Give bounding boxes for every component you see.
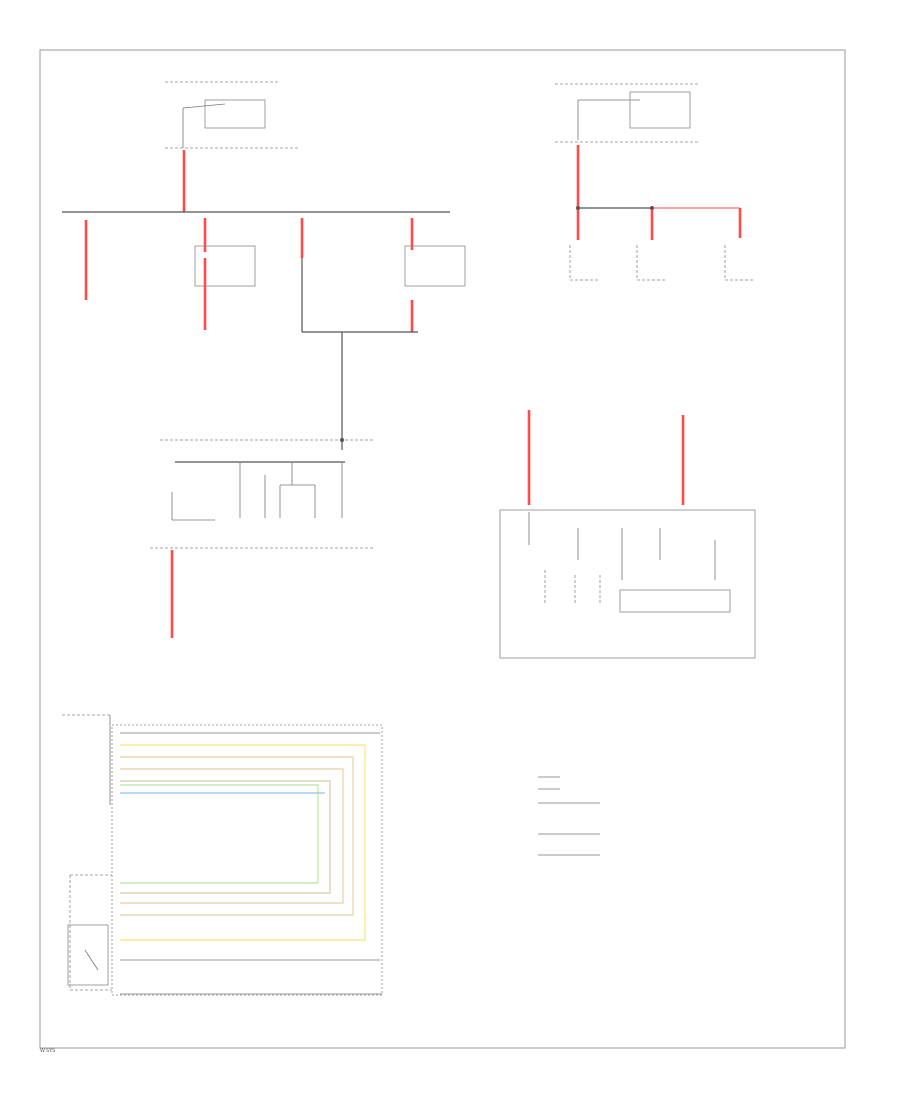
power-distribution-section xyxy=(62,81,466,450)
diagram-frame xyxy=(39,49,846,1049)
right-load-section xyxy=(555,83,755,281)
harness-section xyxy=(62,714,383,996)
page-footer: W SYS xyxy=(40,1048,55,1054)
legend-section xyxy=(538,776,600,856)
relay-block-section xyxy=(150,438,375,638)
module-box xyxy=(499,509,756,659)
module-section xyxy=(499,410,756,659)
